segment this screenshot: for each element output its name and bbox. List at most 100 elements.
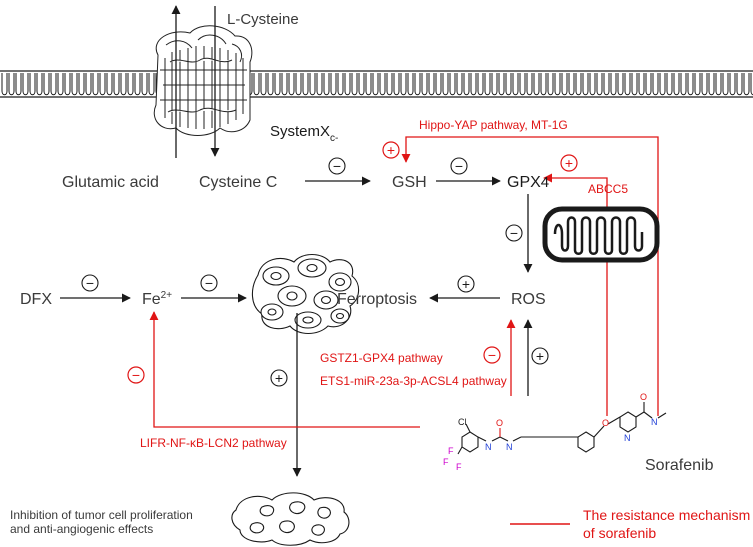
dfx-fe-minus-sign: − xyxy=(86,275,94,291)
inhibition-line1: Inhibition of tumor cell proliferation xyxy=(10,508,193,522)
gpx4-ros-minus-sign: − xyxy=(510,225,518,241)
gsh-label: GSH xyxy=(392,174,427,191)
lipid-molecule xyxy=(134,73,141,96)
lipid-molecule xyxy=(323,73,330,96)
lipid-molecule xyxy=(568,73,575,96)
lipid-molecule xyxy=(659,73,666,96)
lipid-molecule xyxy=(393,73,400,96)
lipid-molecule xyxy=(708,73,715,96)
cys-gsh-minus-sign: − xyxy=(333,158,341,174)
gstz1-label: GSTZ1-GPX4 pathway xyxy=(320,351,443,365)
lipid-molecule xyxy=(43,73,50,96)
lipid-molecule xyxy=(582,73,589,96)
ros-ferro-plus-sign: + xyxy=(462,276,470,292)
tumor-cells-cluster xyxy=(251,253,360,335)
lipid-molecule xyxy=(519,73,526,96)
lipid-molecule xyxy=(351,73,358,96)
lipid-molecule xyxy=(1,73,8,96)
inhibited-cells-cluster xyxy=(231,492,350,546)
ferroptosis-label: Ferroptosis xyxy=(337,291,417,308)
lipid-molecule xyxy=(442,73,449,96)
lipid-molecule xyxy=(561,73,568,96)
lipid-molecule xyxy=(414,73,421,96)
urea-nitrogen-1: N xyxy=(485,442,492,452)
lifr-label: LIFR-NF-κB-LCN2 pathway xyxy=(140,436,287,450)
hippo-yap-label: Hippo-YAP pathway, MT-1G xyxy=(419,118,568,132)
lipid-molecule xyxy=(554,73,561,96)
lipid-molecule xyxy=(547,73,554,96)
glutamic-acid-label: Glutamic acid xyxy=(62,174,159,191)
lipid-molecule xyxy=(589,73,596,96)
lipid-molecule xyxy=(596,73,603,96)
lipid-molecule xyxy=(29,73,36,96)
lipid-molecule xyxy=(736,73,743,96)
lipid-molecule xyxy=(120,73,127,96)
lipid-molecule xyxy=(694,73,701,96)
abcc5-resistance-path: ABCC5 + xyxy=(543,154,628,416)
lipid-molecule xyxy=(638,73,645,96)
gstz1-minus-sign: − xyxy=(488,347,496,363)
lipid-molecule xyxy=(372,73,379,96)
lipid-molecule xyxy=(687,73,694,96)
lipid-molecule xyxy=(575,73,582,96)
lipid-molecule xyxy=(617,73,624,96)
lipid-molecule xyxy=(302,73,309,96)
lipid-molecule xyxy=(127,73,134,96)
lipid-molecule xyxy=(652,73,659,96)
lipid-molecule xyxy=(645,73,652,96)
lipid-molecule xyxy=(435,73,442,96)
lipid-molecule xyxy=(540,73,547,96)
carbonyl-oxygen-1: O xyxy=(496,418,503,428)
lipid-molecule xyxy=(148,73,155,96)
lipid-molecule xyxy=(106,73,113,96)
lipid-molecule xyxy=(57,73,64,96)
lipid-molecule xyxy=(386,73,393,96)
lipid-molecule xyxy=(610,73,617,96)
chlorine-atom: Cl xyxy=(458,417,467,427)
lipid-molecule xyxy=(141,73,148,96)
abcc5-plus-sign: + xyxy=(565,155,573,171)
lipid-molecule xyxy=(260,73,267,96)
lipid-molecule xyxy=(400,73,407,96)
lipid-molecule xyxy=(491,73,498,96)
lipid-molecule xyxy=(701,73,708,96)
lipid-molecule xyxy=(344,73,351,96)
lipid-molecule xyxy=(78,73,85,96)
lipid-molecule xyxy=(267,73,274,96)
lipid-molecule xyxy=(673,73,680,96)
legend-line1: The resistance mechanism xyxy=(583,507,750,523)
lipid-molecule xyxy=(288,73,295,96)
ether-oxygen: O xyxy=(602,418,609,428)
system-xc-transporter xyxy=(153,25,253,136)
lipid-molecule xyxy=(8,73,15,96)
lipid-molecule xyxy=(722,73,729,96)
ets1-label: ETS1-miR-23a-3p-ACSL4 pathway xyxy=(320,374,507,388)
lipid-molecule xyxy=(477,73,484,96)
lipid-molecule xyxy=(365,73,372,96)
lifr-minus-sign: − xyxy=(132,367,140,383)
lipid-molecule xyxy=(22,73,29,96)
lipid-molecule xyxy=(743,73,750,96)
fluorine-atom-2: F xyxy=(443,457,449,467)
pyridine-nitrogen: N xyxy=(624,433,631,443)
lipid-molecule xyxy=(680,73,687,96)
lipid-molecule xyxy=(92,73,99,96)
gsh-gpx4-minus-sign: − xyxy=(455,158,463,174)
lipid-molecule xyxy=(421,73,428,96)
hippo-yap-resistance-path: Hippo-YAP pathway, MT-1G + xyxy=(382,118,659,416)
lipid-molecule xyxy=(295,73,302,96)
fe2-label: Fe2+ xyxy=(142,290,172,308)
sorafenib-structure xyxy=(457,402,667,455)
fluorine-atom-1: F xyxy=(448,446,454,456)
lipid-molecule xyxy=(274,73,281,96)
lipid-molecule xyxy=(50,73,57,96)
cell-membrane xyxy=(0,70,753,98)
sorafenib-ros-plus-sign: + xyxy=(536,348,544,364)
lipid-molecule xyxy=(15,73,22,96)
l-cysteine-label: L-Cysteine xyxy=(227,11,299,28)
lipid-molecule xyxy=(99,73,106,96)
lipid-molecule xyxy=(484,73,491,96)
lipid-molecule xyxy=(526,73,533,96)
lipid-molecule xyxy=(71,73,78,96)
